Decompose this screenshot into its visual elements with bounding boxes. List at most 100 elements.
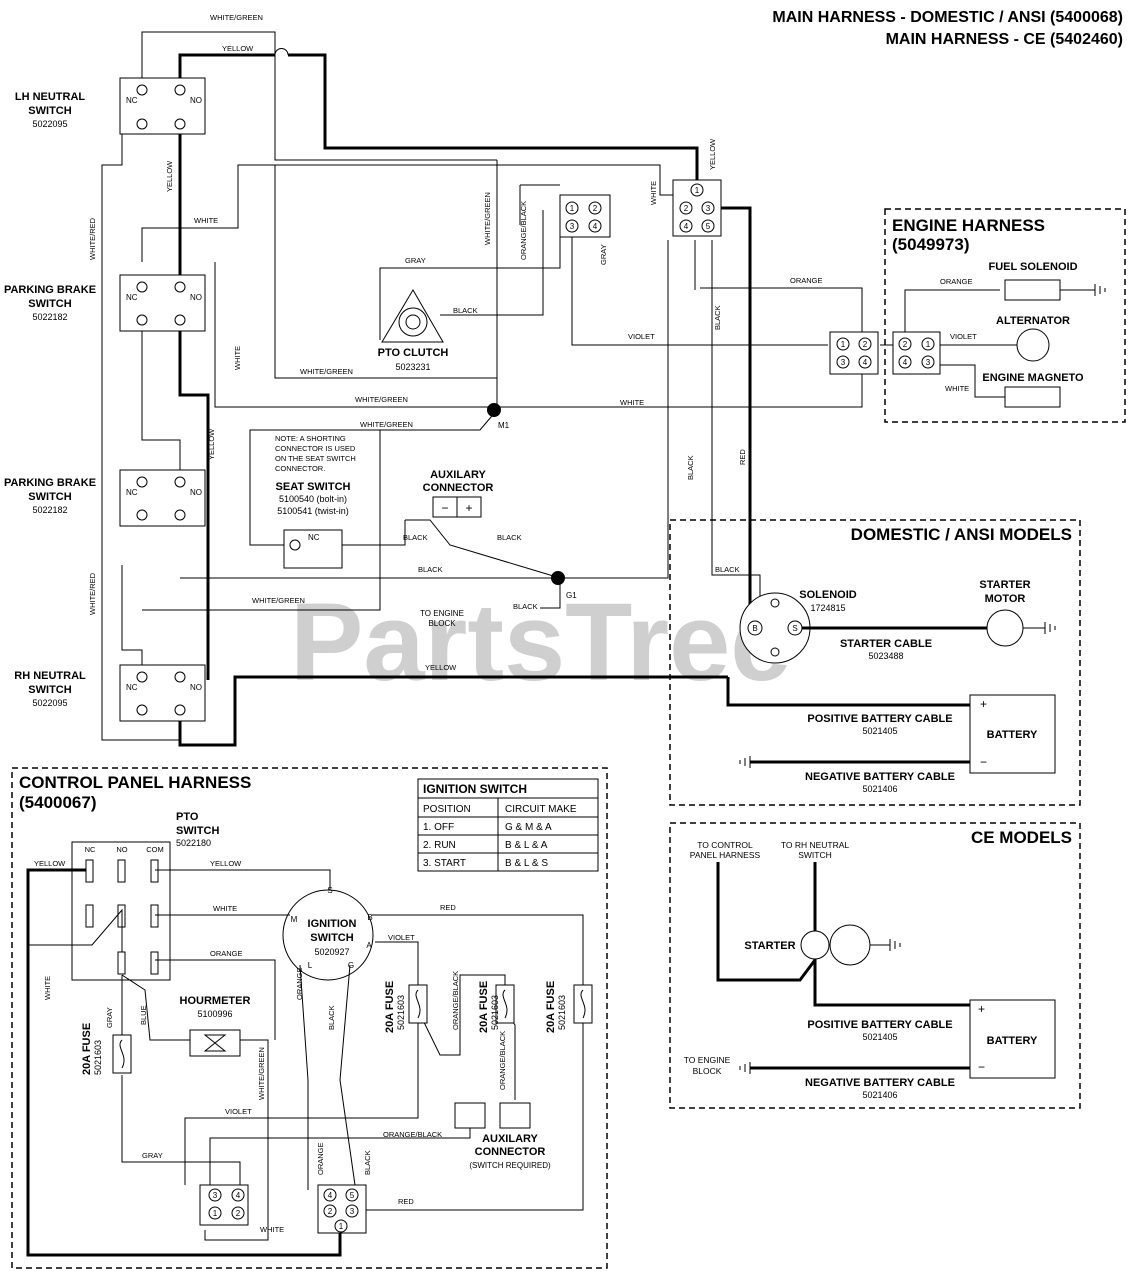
svg-text:B: B [752,624,757,633]
svg-text:5023231: 5023231 [395,362,430,372]
svg-text:NO: NO [190,96,202,105]
svg-text:+: + [978,1002,985,1016]
svg-text:YELLOW: YELLOW [210,859,242,868]
svg-text:WHITE: WHITE [649,181,658,205]
wire-black-seat [340,520,406,546]
svg-text:NC: NC [126,683,138,692]
svg-text:−: − [980,755,987,769]
cp-wire-red-b [372,914,584,990]
svg-text:BLOCK: BLOCK [428,619,456,628]
wire-gray-pto [379,235,561,340]
cp-wire-violet-a [375,941,419,990]
parking-brake-switch-1: NC NO PARKING BRAKE SWITCH 5022182 [4,274,206,332]
svg-text:1: 1 [213,1209,218,1218]
svg-text:4: 4 [236,1191,241,1200]
starter-motor-symbol [986,609,1024,647]
cp-wire-l [299,964,309,1190]
fuse-right: 20A FUSE 5021603 [545,981,593,1033]
svg-text:WHITE: WHITE [620,398,644,407]
to-engine-block-main: TO ENGINE [420,609,464,618]
svg-text:CONNECTOR IS USED: CONNECTOR IS USED [275,444,356,453]
svg-text:ORANGE: ORANGE [295,967,304,1000]
svg-text:YELLOW: YELLOW [34,859,66,868]
svg-text:ALTERNATOR: ALTERNATOR [996,315,1070,327]
svg-text:BLACK: BLACK [513,602,538,611]
svg-text:2: 2 [236,1209,241,1218]
svg-text:BLACK: BLACK [403,533,428,542]
svg-text:5021603: 5021603 [490,995,500,1030]
svg-text:5021405: 5021405 [862,726,897,736]
svg-text:B & L & S: B & L & S [505,858,548,869]
auxiliary-connector-main: AUXILARY CONNECTOR − + [423,469,493,518]
wire-white-green-rh [142,430,381,611]
svg-text:(5049973): (5049973) [892,235,970,254]
connector-4pin-mid: 1 2 3 4 [559,194,611,238]
ce-wire-rh [813,862,970,1007]
svg-text:5: 5 [350,1191,355,1200]
svg-text:3: 3 [570,222,575,231]
wire-black-aux [405,519,561,579]
connector-engine-main: 1 2 3 4 [829,331,879,375]
ignition-switch-symbol [282,889,374,981]
svg-text:WHITE/RED: WHITE/RED [88,572,97,615]
svg-text:ORANGE: ORANGE [790,276,823,285]
fuse-middle-1: 20A FUSE 5021603 [384,981,428,1033]
wire-black-sol [711,240,761,600]
svg-text:5021405: 5021405 [862,1032,897,1042]
svg-text:3: 3 [841,358,846,367]
svg-text:NO: NO [190,683,202,692]
svg-text:5022180: 5022180 [176,838,211,848]
svg-text:4: 4 [863,358,868,367]
svg-text:WHITE/GREEN: WHITE/GREEN [252,596,305,605]
wire-white-green-top [141,31,497,161]
svg-text:1. OFF: 1. OFF [423,822,454,833]
svg-text:BATTERY: BATTERY [987,1035,1038,1047]
svg-text:2: 2 [903,340,908,349]
ce-starter-symbol [829,924,871,966]
svg-text:BLACK: BLACK [453,306,478,315]
svg-text:−: − [978,1060,985,1074]
svg-text:BLACK: BLACK [713,305,722,330]
svg-text:+: + [980,697,987,711]
battery-domestic [969,694,1056,774]
svg-text:POSITIVE BATTERY CABLE: POSITIVE BATTERY CABLE [807,1019,952,1031]
svg-text:4: 4 [328,1191,333,1200]
svg-text:NO: NO [116,845,127,854]
svg-text:5022095: 5022095 [32,698,67,708]
svg-text:4: 4 [684,222,689,231]
svg-text:YELLOW: YELLOW [708,138,717,170]
svg-text:VIOLET: VIOLET [388,933,415,942]
svg-text:SWITCH: SWITCH [176,825,219,837]
wire-black-pto [440,210,544,316]
svg-text:2: 2 [593,204,598,213]
ce-models-panel: CE MODELS TO CONTROL PANEL HARNESS TO RH… [669,822,1081,1109]
cp-wire-blue [121,974,190,1041]
pto-clutch-label: PTO CLUTCH [378,347,449,359]
svg-text:FUEL SOLENOID: FUEL SOLENOID [988,261,1077,273]
svg-text:TO RH NEUTRAL: TO RH NEUTRAL [781,840,850,850]
wire-white-red-mid [121,565,143,680]
svg-text:ORANGE: ORANGE [316,1142,325,1175]
svg-text:BLACK: BLACK [418,565,443,574]
svg-text:WHITE/GREEN: WHITE/GREEN [360,420,413,429]
title-main-harness-ce: MAIN HARNESS - CE (5402460) [886,31,1123,48]
fuse-left: 20A FUSE 5021603 [81,1023,132,1075]
svg-text:CIRCUIT MAKE: CIRCUIT MAKE [505,804,577,815]
svg-text:IGNITION: IGNITION [308,918,357,930]
svg-text:VIOLET: VIOLET [950,332,977,341]
svg-text:WHITE/GREEN: WHITE/GREEN [210,13,263,22]
svg-text:ORANGE: ORANGE [940,277,973,286]
svg-text:G: G [348,961,354,970]
connector-5pin-top: 1 2 3 4 5 [672,179,722,237]
svg-text:2: 2 [863,340,868,349]
svg-text:4: 4 [903,358,908,367]
ce-wire-control [716,862,817,982]
svg-text:20A FUSE: 20A FUSE [478,981,490,1033]
svg-text:20A FUSE: 20A FUSE [384,981,396,1033]
svg-text:PARKING BRAKE: PARKING BRAKE [4,477,96,489]
control-panel-harness-panel: CONTROL PANEL HARNESS (5400067) IGNITION… [11,767,608,1269]
svg-text:PARKING BRAKE: PARKING BRAKE [4,284,96,296]
wire-engine-white [940,364,1005,398]
svg-text:B: B [367,913,372,922]
